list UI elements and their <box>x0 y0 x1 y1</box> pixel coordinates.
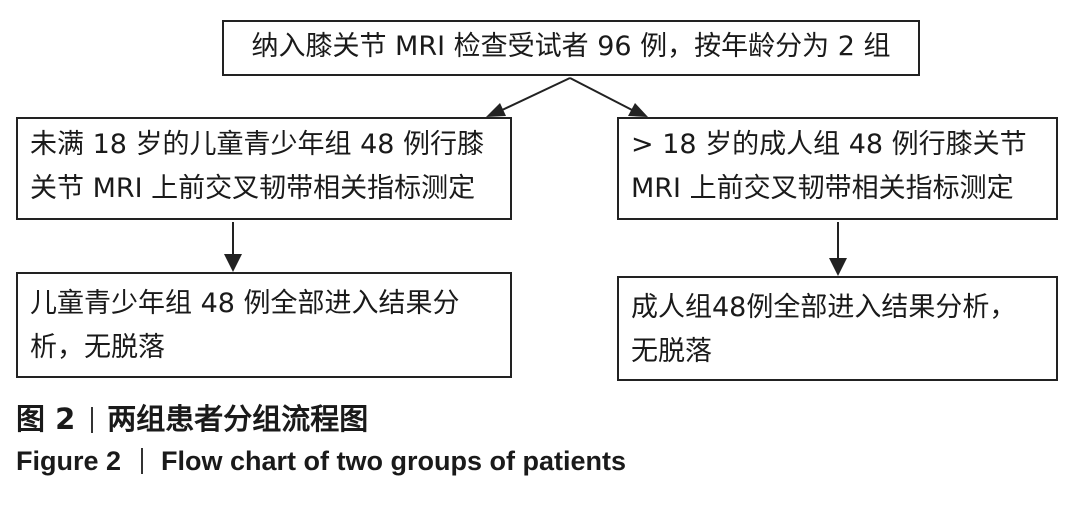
pediatric-analysis-line-1: 儿童青少年组 48 例全部进入结果分 <box>30 288 460 319</box>
arrow-left-down <box>224 222 242 272</box>
figure-caption-chinese: 图 2 两组患者分组流程图 <box>16 396 368 438</box>
figure-caption-english: Figure 2 Flow chart of two groups of pati… <box>16 446 626 477</box>
adult-analysis-box: 成人组48例全部进入结果分析， 无脱落 <box>617 276 1058 381</box>
pediatric-analysis-box: 儿童青少年组 48 例全部进入结果分 析，无脱落 <box>16 272 512 378</box>
arrow-top-to-left <box>486 77 571 117</box>
enrollment-box: 纳入膝关节 MRI 检查受试者 96 例，按年龄分为 2 组 <box>222 20 920 76</box>
adult-group-line-1: > 18 岁的成人组 48 例行膝关节 <box>631 129 1027 160</box>
pediatric-group-box: 未满 18 岁的儿童青少年组 48 例行膝 关节 MRI 上前交叉韧带相关指标测… <box>16 117 512 220</box>
caption-separator <box>91 407 94 433</box>
adult-group-line-2: MRI 上前交叉韧带相关指标测定 <box>631 173 1014 204</box>
caption-en-label: Figure 2 <box>16 446 122 476</box>
pediatric-group-line-2: 关节 MRI 上前交叉韧带相关指标测定 <box>30 173 476 204</box>
arrow-top-to-right <box>569 77 648 117</box>
adult-group-box: > 18 岁的成人组 48 例行膝关节 MRI 上前交叉韧带相关指标测定 <box>617 117 1058 220</box>
arrow-right-down <box>829 222 847 276</box>
caption-cn-text: 两组患者分组流程图 <box>107 402 369 436</box>
adult-analysis-line-2: 无脱落 <box>631 336 712 367</box>
caption-cn-label: 图 2 <box>16 402 76 436</box>
pediatric-group-line-1: 未满 18 岁的儿童青少年组 48 例行膝 <box>30 129 485 160</box>
pediatric-analysis-line-2: 析，无脱落 <box>30 332 165 363</box>
adult-analysis-line-1: 成人组48例全部进入结果分析， <box>631 292 1017 323</box>
enrollment-text: 纳入膝关节 MRI 检查受试者 96 例，按年龄分为 2 组 <box>251 31 891 62</box>
caption-separator <box>141 448 144 474</box>
caption-en-text: Flow chart of two groups of patients <box>161 446 627 476</box>
